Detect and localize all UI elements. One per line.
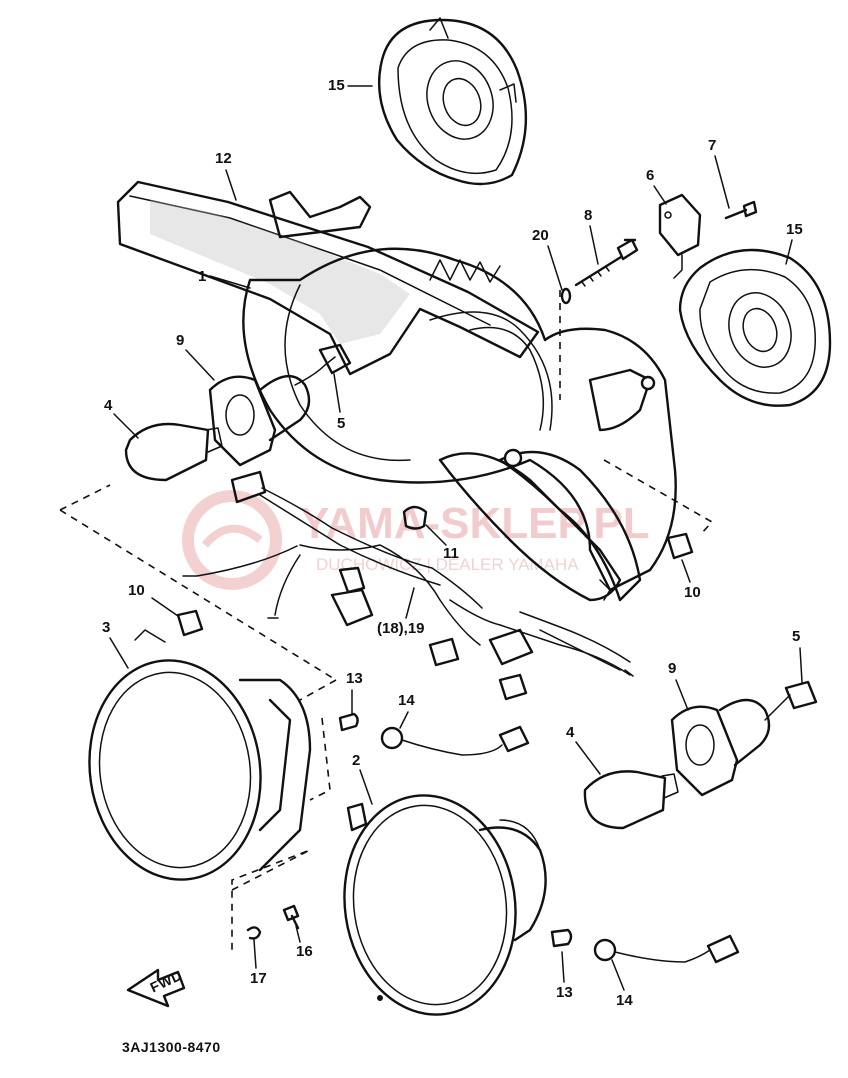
dot-mark [377, 995, 383, 1001]
headlight-2-right [343, 794, 547, 1016]
label-5-left: 5 [337, 415, 345, 432]
marker-10-right [666, 532, 694, 560]
socket-14-top [380, 725, 530, 756]
label-9-left: 9 [176, 332, 184, 349]
label-10-right: 10 [684, 584, 701, 601]
label-17: 17 [250, 970, 267, 987]
label-4-right: 4 [566, 724, 575, 741]
label-1: 1 [198, 268, 206, 285]
label-4-left: 4 [104, 397, 113, 414]
bulb-13-bottom [550, 928, 573, 948]
bulb-4-left [124, 422, 223, 482]
label-14-top: 14 [398, 692, 415, 709]
label-15-right: 15 [786, 221, 803, 238]
housing-1 [242, 190, 677, 602]
leader-lines [59, 290, 714, 950]
label-10-left: 10 [128, 582, 145, 599]
screw-16 [282, 904, 300, 930]
washer-20 [560, 287, 572, 305]
label-7: 7 [708, 137, 716, 154]
watermark-text: YAMA-SKLEP.PL [300, 499, 650, 548]
bracket-6 [658, 193, 702, 279]
screw-7 [724, 200, 758, 220]
label-5-right: 5 [792, 628, 800, 645]
bulb-13-top [338, 712, 359, 732]
watermark-subtext: DUCHOWICZ | DEALER YAMAHA [316, 555, 579, 574]
bolt-8 [574, 238, 639, 287]
label-16: 16 [296, 943, 313, 960]
grommet-11 [402, 505, 428, 530]
label-12: 12 [215, 150, 232, 167]
label-15-top: 15 [328, 77, 345, 94]
label-14-bottom: 14 [616, 992, 633, 1009]
socket-9-left [208, 356, 336, 467]
socket-9-right [670, 694, 791, 797]
wire-harness-18-19 [182, 470, 634, 701]
fwd-arrow: FWD [126, 967, 186, 1008]
label-3: 3 [102, 619, 110, 636]
clip-17 [246, 926, 262, 940]
rim-15-right [678, 248, 832, 407]
label-6: 6 [646, 167, 654, 184]
bulb-4-right [583, 770, 679, 830]
watermark-logo [182, 490, 282, 590]
label-8: 8 [584, 207, 592, 224]
label-11: 11 [443, 545, 459, 562]
marker-10-left [176, 609, 204, 637]
plug-5-left [318, 343, 352, 375]
label-20: 20 [532, 227, 549, 244]
label-13-bottom: 13 [556, 984, 573, 1001]
diagram-code: 3AJ1300-8470 [122, 1039, 221, 1055]
socket-14-bottom [593, 934, 740, 964]
plug-5-right [784, 680, 818, 710]
rim-15-top [377, 17, 528, 186]
headlight-3-left [88, 629, 312, 881]
label-2: 2 [352, 752, 360, 769]
label-13-top: 13 [346, 670, 363, 687]
label-18-19: (18),19 [377, 620, 425, 637]
label-9-right: 9 [668, 660, 676, 677]
part-labels: 15 12 7 6 8 20 15 1 9 5 4 11 10 10 (18),… [102, 77, 803, 1009]
